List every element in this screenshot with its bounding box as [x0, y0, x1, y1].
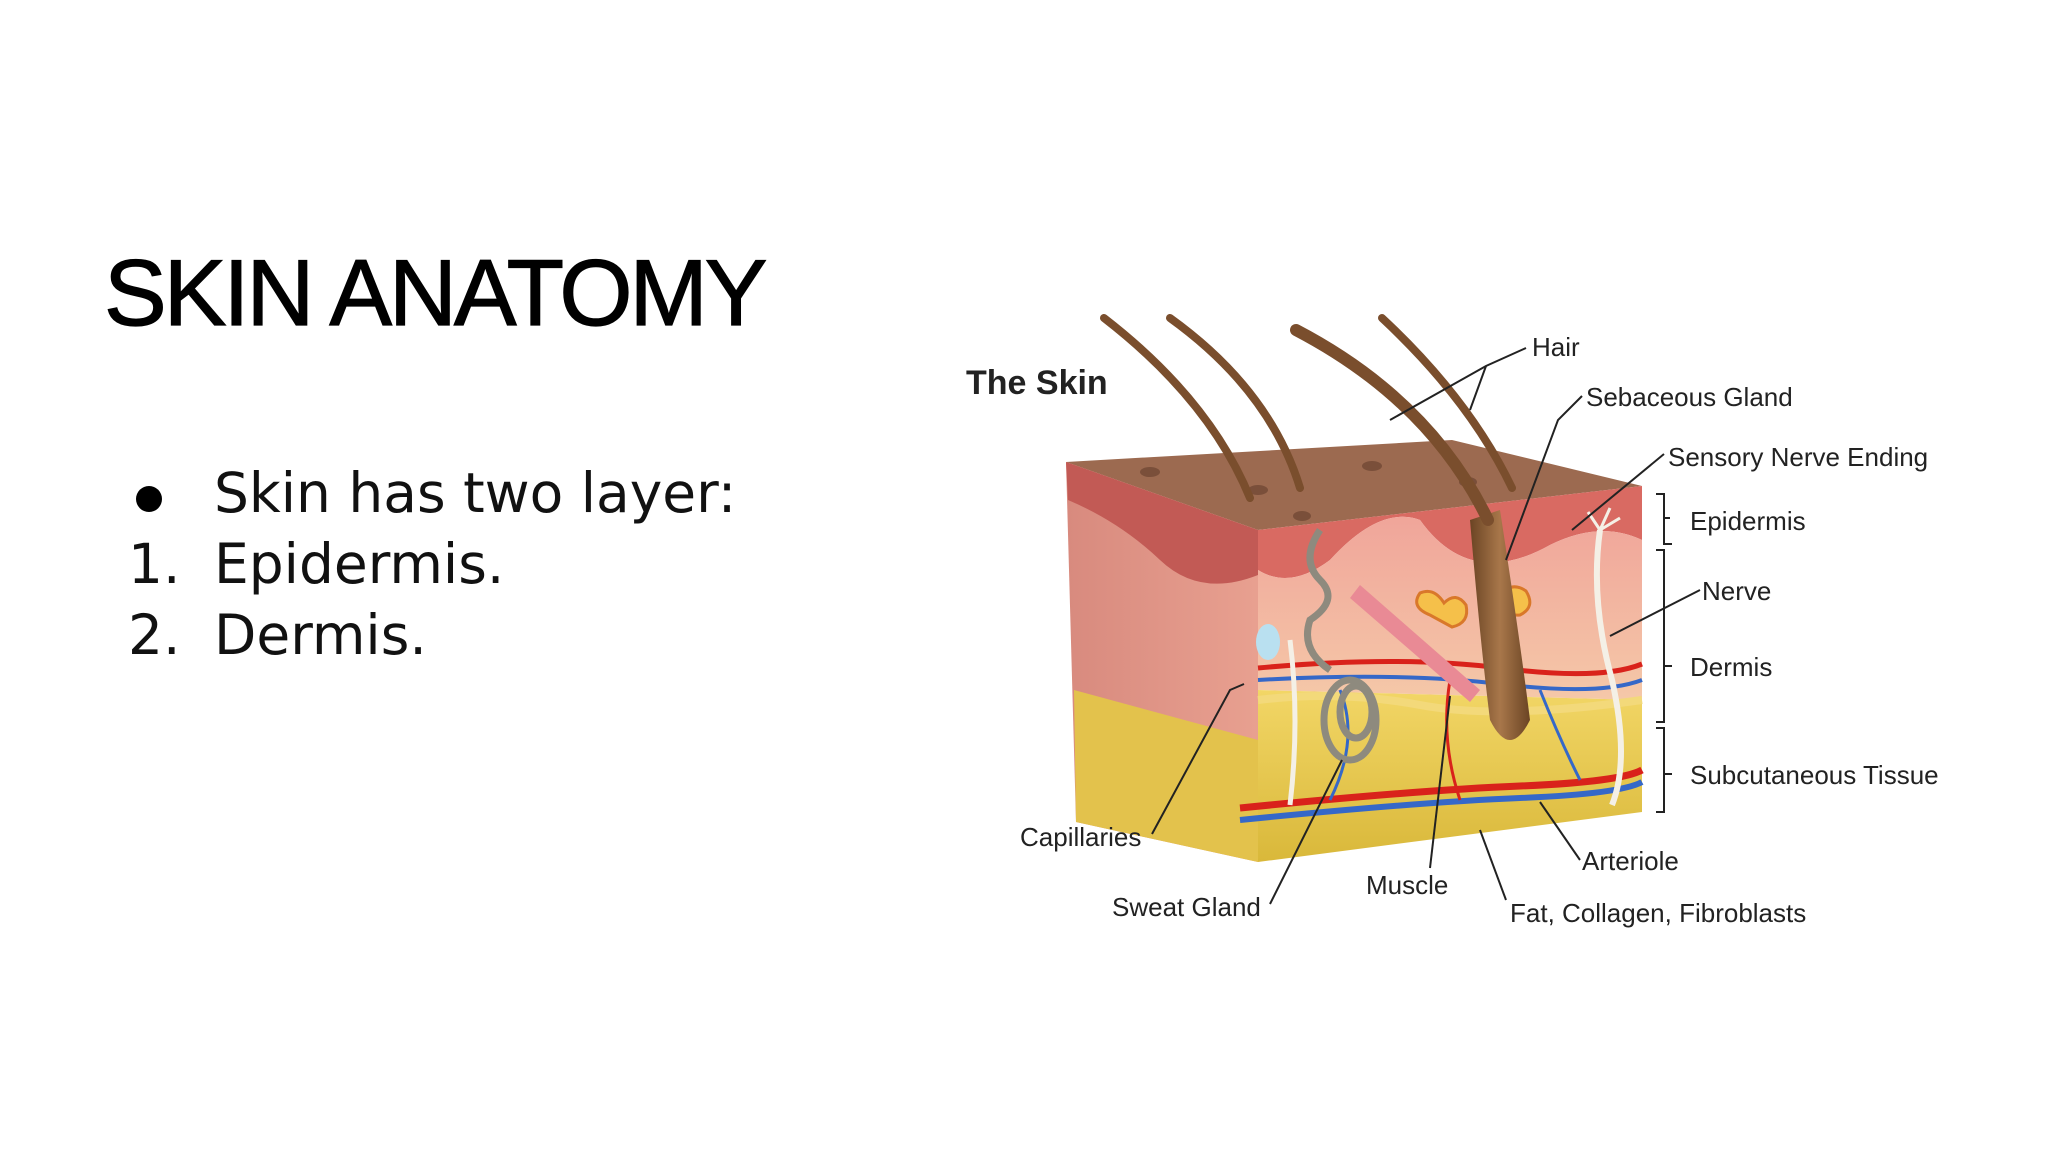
list-item-dermis: 2. Dermis. — [128, 600, 736, 671]
leader-lines — [1151, 347, 1701, 905]
diagram-labels: Hair Sebaceous Gland Sensory Nerve Endin… — [1020, 332, 1939, 928]
bullet-list: Skin has two layer: 1. Epidermis. 2. Der… — [128, 458, 736, 671]
list-marker: 2. — [128, 603, 181, 667]
list-item-text: Dermis. — [214, 603, 427, 667]
label-nerve: Nerve — [1702, 576, 1771, 606]
label-fat-collagen-fibroblasts: Fat, Collagen, Fibroblasts — [1510, 898, 1806, 928]
sweat-gland — [1304, 528, 1380, 764]
list-item-epidermis: 1. Epidermis. — [128, 529, 736, 600]
label-subcutaneous-tissue: Subcutaneous Tissue — [1690, 760, 1939, 790]
label-hair: Hair — [1532, 332, 1580, 362]
label-muscle: Muscle — [1366, 870, 1448, 900]
label-epidermis: Epidermis — [1690, 506, 1806, 536]
skin-block — [1066, 314, 1644, 862]
epidermis-layer — [1258, 486, 1642, 578]
bullet-item: Skin has two layer: — [128, 458, 736, 529]
label-sebaceous-gland: Sebaceous Gland — [1586, 382, 1793, 412]
bullet-dot — [128, 458, 214, 529]
diagram-title: The Skin — [966, 364, 1108, 402]
subcutaneous-layer — [1258, 690, 1642, 862]
label-dermis: Dermis — [1690, 652, 1772, 682]
slide-title: SKIN ANATOMY — [103, 240, 768, 345]
list-item-text: Epidermis. — [214, 532, 505, 596]
label-sweat-gland: Sweat Gland — [1112, 892, 1261, 922]
bullet-text: Skin has two layer: — [214, 461, 737, 525]
hair-follicle — [1470, 510, 1530, 740]
label-capillaries: Capillaries — [1020, 822, 1141, 852]
arrector-muscle — [1350, 585, 1480, 702]
hair-strands — [1100, 314, 1516, 526]
label-arteriole: Arteriole — [1582, 846, 1679, 876]
list-marker: 1. — [128, 532, 181, 596]
label-sensory-nerve-ending: Sensory Nerve Ending — [1668, 442, 1928, 472]
